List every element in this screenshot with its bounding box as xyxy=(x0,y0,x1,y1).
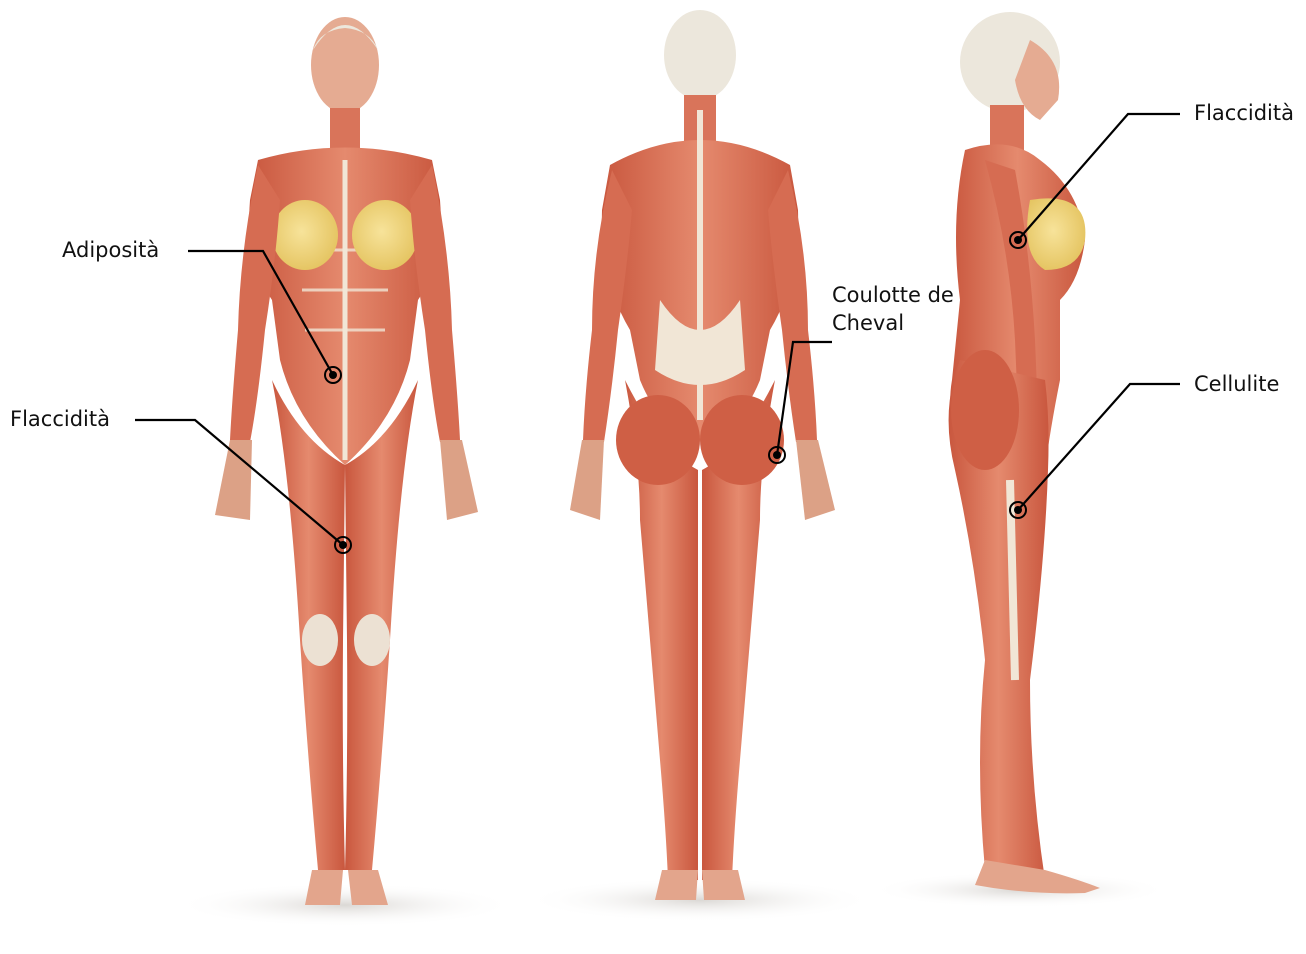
label-adiposita-text: Adiposità xyxy=(62,236,159,264)
floor-shadow-front xyxy=(175,883,515,927)
label-cellulite: Cellulite xyxy=(1194,370,1279,398)
label-flaccidita-front-text: Flaccidità xyxy=(10,405,110,433)
label-flaccidita-side-text: Flaccidità xyxy=(1194,99,1294,127)
label-flaccidita-front: Flaccidità xyxy=(10,405,110,433)
label-coulotte: Coulotte de Cheval xyxy=(832,281,954,337)
floor-shadow-back xyxy=(525,878,875,922)
label-adiposita: Adiposità xyxy=(62,236,159,264)
label-cellulite-text: Cellulite xyxy=(1194,370,1279,398)
side-figure xyxy=(949,12,1100,893)
front-figure xyxy=(215,17,478,905)
back-figure xyxy=(570,10,835,900)
label-coulotte-line1: Coulotte de xyxy=(832,281,954,309)
label-flaccidita-side: Flaccidità xyxy=(1194,99,1294,127)
label-coulotte-line2: Cheval xyxy=(832,309,954,337)
